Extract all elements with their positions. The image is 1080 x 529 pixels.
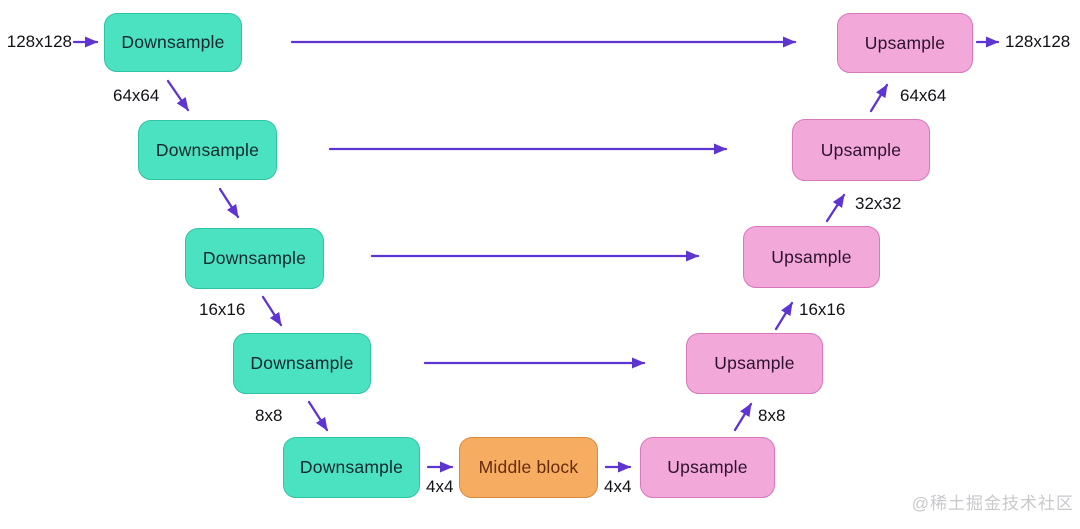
right-size-label-64: 64x64	[900, 86, 947, 105]
downsample-block-5: Downsample	[283, 437, 420, 498]
upsample-block-5: Upsample	[640, 437, 775, 498]
right-size-label-32: 32x32	[855, 194, 902, 213]
up-arrow-5-4	[733, 402, 753, 432]
right-size-label-4: 4x4	[604, 477, 632, 496]
output-size-label: 128x128	[1005, 32, 1071, 51]
input-size-label: 128x128	[6, 32, 72, 51]
right-size-label-16: 16x16	[799, 300, 846, 319]
downsample-block-4: Downsample	[233, 333, 371, 394]
down-arrow-3-4	[261, 295, 283, 327]
right-size-label-8: 8x8	[758, 406, 786, 425]
left-size-label-4: 4x4	[426, 477, 454, 496]
down-arrow-4-5	[307, 400, 329, 432]
downsample-block-2: Downsample	[138, 120, 277, 180]
downsample-block-3: Downsample	[185, 228, 324, 289]
upsample-block-1: Upsample	[837, 13, 973, 73]
upsample-block-2: Upsample	[792, 119, 930, 181]
up-arrow-2-1	[869, 83, 889, 113]
up-arrow-4-3	[774, 301, 794, 331]
middle-block: Middle block	[459, 437, 598, 498]
upsample-block-4: Upsample	[686, 333, 823, 394]
down-arrow-2-3	[218, 187, 240, 219]
left-size-label-64: 64x64	[113, 86, 160, 105]
watermark: @稀土掘金技术社区	[911, 494, 1074, 513]
downsample-block-1: Downsample	[104, 13, 242, 72]
left-size-label-8: 8x8	[255, 406, 283, 425]
left-size-label-16: 16x16	[199, 300, 246, 319]
down-arrow-1-2	[166, 79, 190, 112]
upsample-block-3: Upsample	[743, 226, 880, 288]
up-arrow-3-2	[825, 193, 846, 223]
